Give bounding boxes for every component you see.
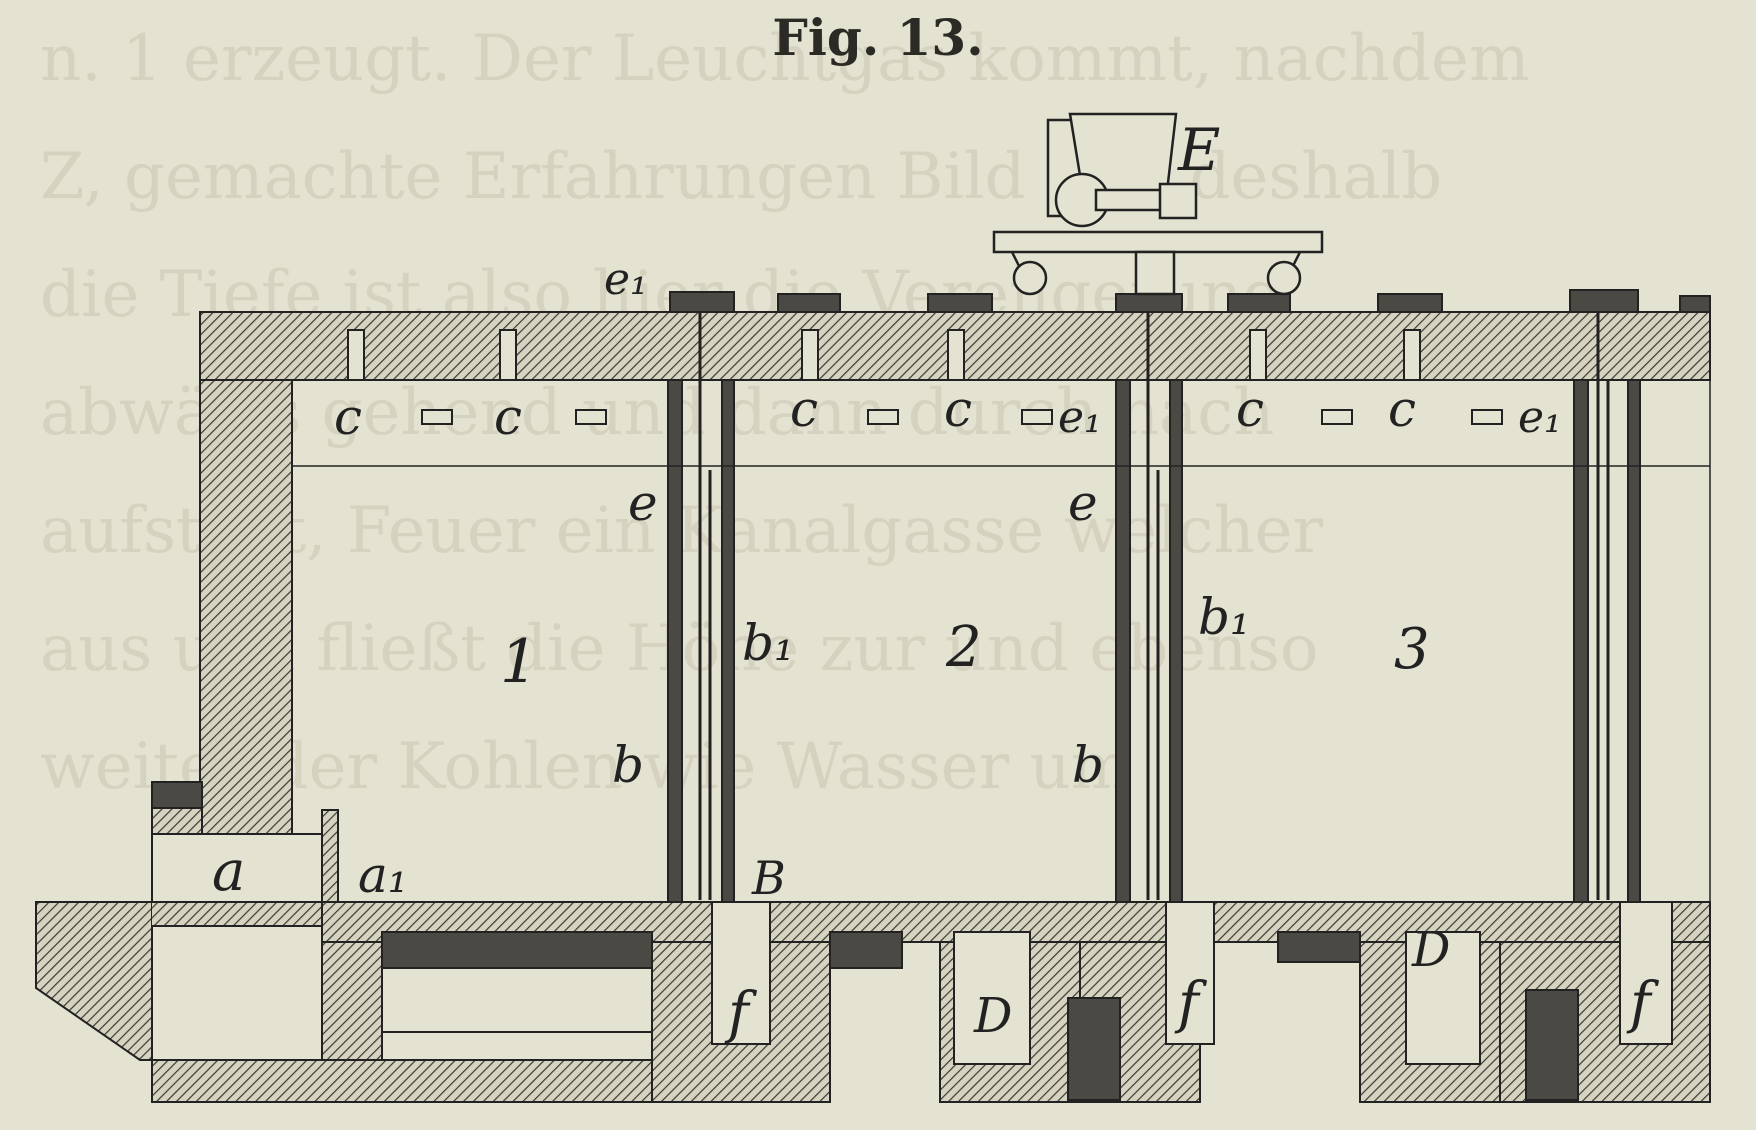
hopper-car bbox=[992, 112, 1324, 296]
partition-3-outer bbox=[1573, 379, 1589, 903]
charging-hole-4 bbox=[947, 329, 965, 381]
rail-cap bbox=[1569, 289, 1639, 313]
label-firebox-outlet: a₁ bbox=[358, 846, 408, 904]
partition-2-outer bbox=[1115, 379, 1131, 903]
vent bbox=[1021, 409, 1053, 425]
label-chamber-3: 3 bbox=[1394, 617, 1430, 682]
label-wall-inner-1: b bbox=[612, 736, 644, 794]
floor-plate-2 bbox=[829, 931, 903, 969]
motor bbox=[1158, 182, 1198, 220]
figure-title: Fig. 13. bbox=[772, 8, 984, 67]
partition-walls bbox=[667, 379, 1641, 903]
charging-hole-1 bbox=[347, 329, 365, 381]
rail-cap bbox=[1679, 295, 1711, 313]
label-wall-inner-2: b bbox=[1072, 736, 1104, 794]
rail-cap bbox=[669, 291, 735, 313]
firebox-chamber bbox=[151, 833, 323, 903]
label-wall-inner-sub-2: b₁ bbox=[1198, 588, 1250, 646]
charging-hole-3 bbox=[801, 329, 819, 381]
pier-2 bbox=[1525, 989, 1579, 1101]
wheel-left bbox=[1012, 260, 1048, 296]
base-bottom-left bbox=[151, 1059, 653, 1103]
floor-plate-1 bbox=[381, 931, 653, 969]
vent bbox=[1321, 409, 1353, 425]
background-line: n. 1 erzeugt. Der Leuchtgas kommt, nachd… bbox=[40, 22, 1530, 96]
foundation bbox=[35, 901, 153, 1061]
rail-cap bbox=[777, 293, 841, 313]
label-duct-1: D bbox=[973, 988, 1012, 1044]
label-charging-hole-3: c bbox=[790, 380, 818, 438]
rail-cap bbox=[1115, 293, 1183, 313]
label-firebox: a bbox=[212, 839, 245, 904]
label-charging-hole-1: c bbox=[334, 388, 362, 446]
left-wall bbox=[199, 379, 293, 835]
label-duct-2: D bbox=[1411, 922, 1450, 978]
label-pipe-top-3: e₁ bbox=[1518, 392, 1562, 443]
car-deck bbox=[992, 230, 1324, 254]
charging-hole-5 bbox=[1249, 329, 1267, 381]
label-chamber-2: 2 bbox=[945, 615, 982, 680]
label-wall-top: B bbox=[751, 851, 786, 905]
charging-hole-6 bbox=[1403, 329, 1421, 381]
label-charging-hole-4: c bbox=[944, 380, 972, 438]
floor-plate-3 bbox=[1277, 931, 1361, 963]
rail-cap bbox=[927, 293, 993, 313]
rail-cap bbox=[1227, 293, 1291, 313]
car-column bbox=[1134, 250, 1176, 296]
firebox-right-wall bbox=[321, 809, 339, 903]
label-pipe-top-2: e₁ bbox=[1058, 392, 1102, 443]
flue-3 bbox=[1619, 901, 1673, 1045]
flue-2 bbox=[1165, 901, 1215, 1045]
label-pipe-2: e bbox=[1068, 474, 1098, 532]
duct-1 bbox=[953, 931, 1031, 1065]
partition-3-inner bbox=[1627, 379, 1641, 903]
vent bbox=[1471, 409, 1503, 425]
vent bbox=[421, 409, 453, 425]
label-pipe-1: e bbox=[628, 474, 658, 532]
vent bbox=[867, 409, 899, 425]
label-hopper-car: E bbox=[1177, 116, 1220, 184]
partition-1-outer bbox=[667, 379, 683, 903]
screw-conveyor bbox=[1094, 188, 1168, 212]
firebox-cap-dark bbox=[151, 781, 203, 809]
background-line: Z, gemachte Erfahrungen Bild und deshalb bbox=[40, 140, 1443, 214]
label-charging-hole-2: c bbox=[494, 388, 522, 446]
label-pipe-top-1: e₁ bbox=[604, 254, 648, 305]
wheel-right bbox=[1266, 260, 1302, 296]
flue-1 bbox=[711, 901, 771, 1045]
vent bbox=[575, 409, 607, 425]
partition-1-inner bbox=[721, 379, 735, 903]
partition-2-inner bbox=[1169, 379, 1183, 903]
charging-hole-2 bbox=[499, 329, 517, 381]
label-charging-hole-6: c bbox=[1388, 380, 1416, 438]
label-charging-hole-5: c bbox=[1236, 380, 1264, 438]
ashpit bbox=[151, 925, 323, 1061]
label-chamber-1: 1 bbox=[500, 627, 538, 697]
rail-cap bbox=[1377, 293, 1443, 313]
label-wall-inner-sub-1: b₁ bbox=[742, 614, 794, 672]
duct-2 bbox=[1405, 931, 1481, 1065]
pier-1 bbox=[1067, 997, 1121, 1101]
base-left bbox=[321, 941, 383, 1061]
